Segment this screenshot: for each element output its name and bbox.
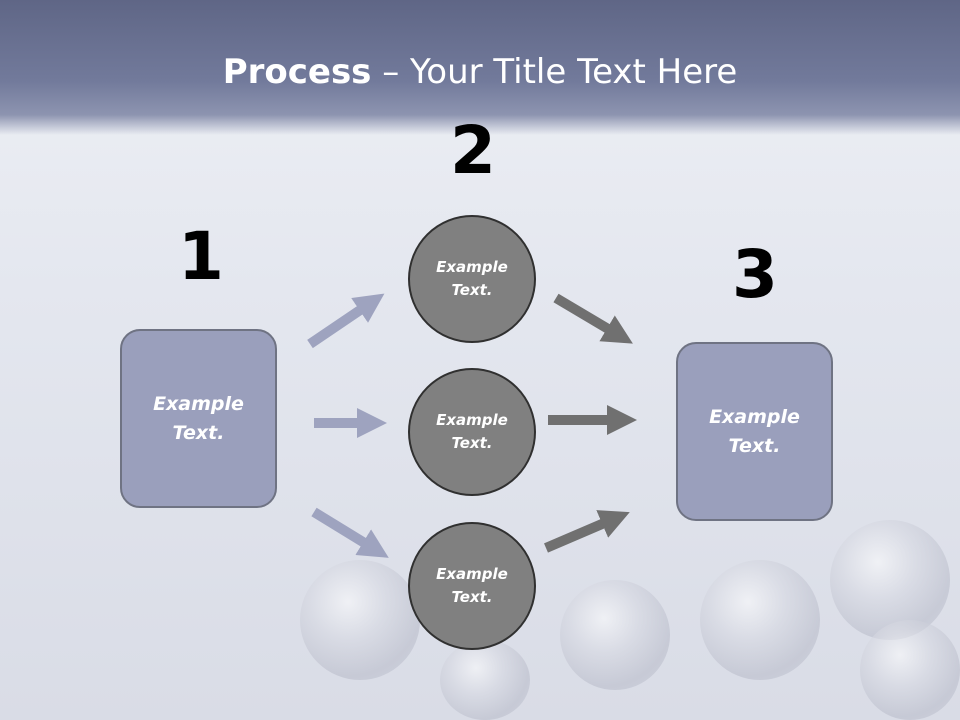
step-3-line1: Example [709,405,800,428]
arrow-to-bottom-circle [311,507,389,558]
step-number-3: 3 [732,236,778,313]
decorative-pearl [700,560,820,680]
step-3-line2: Text. [728,434,781,457]
title-banner [0,0,960,135]
title-rest: – Your Title Text Here [371,52,738,92]
circle-middle-line2: Text. [451,434,493,452]
circle-top-line1: Example [436,258,508,276]
step-1-line1: Example [153,392,244,415]
circle-top-line2: Text. [451,281,493,299]
decorative-pearl [830,520,950,640]
slide-title: Process – Your Title Text Here [0,52,960,92]
arrow-from-bottom-circle [544,510,630,553]
decorative-pearl [300,560,420,680]
circle-middle-line1: Example [436,411,508,429]
step-1-line2: Text. [172,421,225,444]
arrow-from-top-circle [553,293,633,344]
title-bold: Process [222,52,372,92]
step-number-2: 2 [450,112,496,189]
decorative-pearl [860,620,960,720]
decorative-pearl [440,640,530,720]
step-number-1: 1 [178,218,224,295]
circle-bottom-line1: Example [436,565,508,583]
arrow-to-top-circle [307,293,385,349]
decorative-pearl [560,580,670,690]
circle-bottom-line2: Text. [451,588,493,606]
